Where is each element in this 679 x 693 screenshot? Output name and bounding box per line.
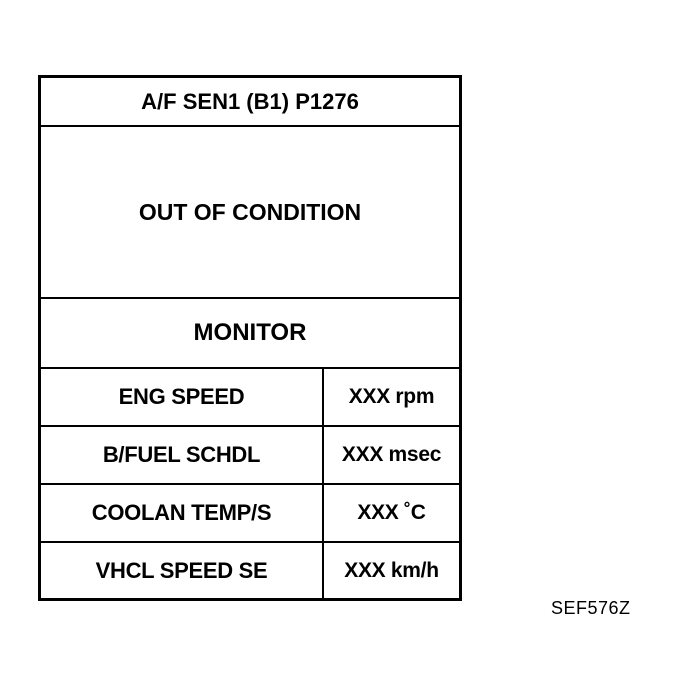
figure-code: SEF576Z [551,598,631,618]
screen-title: A/F SEN1 (B1) P1276 [41,78,459,127]
monitor-row-eng-speed: ENG SPEED XXX rpm [41,369,459,427]
monitor-item-label: COOLAN TEMP/S [41,485,324,541]
monitor-heading: MONITOR [41,299,459,369]
monitor-item-label: B/FUEL SCHDL [41,427,324,483]
monitor-item-value: XXX rpm [348,385,435,408]
monitor-row-fuel-schedule: B/FUEL SCHDL XXX msec [41,427,459,485]
monitor-row-coolant-temp: COOLAN TEMP/S XXX ˚C [41,485,459,543]
monitor-item-value: XXX ˚C [357,501,426,524]
monitor-item-value: XXX km/h [344,558,439,582]
monitor-item-value: XXX msec [341,443,442,466]
monitor-item-label: VHCL SPEED SE [41,543,324,598]
monitor-row-vehicle-speed: VHCL SPEED SE XXX km/h [41,543,459,598]
condition-status: OUT OF CONDITION [41,127,459,299]
consult-screen-frame: A/F SEN1 (B1) P1276 OUT OF CONDITION MON… [38,75,462,601]
monitor-item-label: ENG SPEED [41,369,324,425]
